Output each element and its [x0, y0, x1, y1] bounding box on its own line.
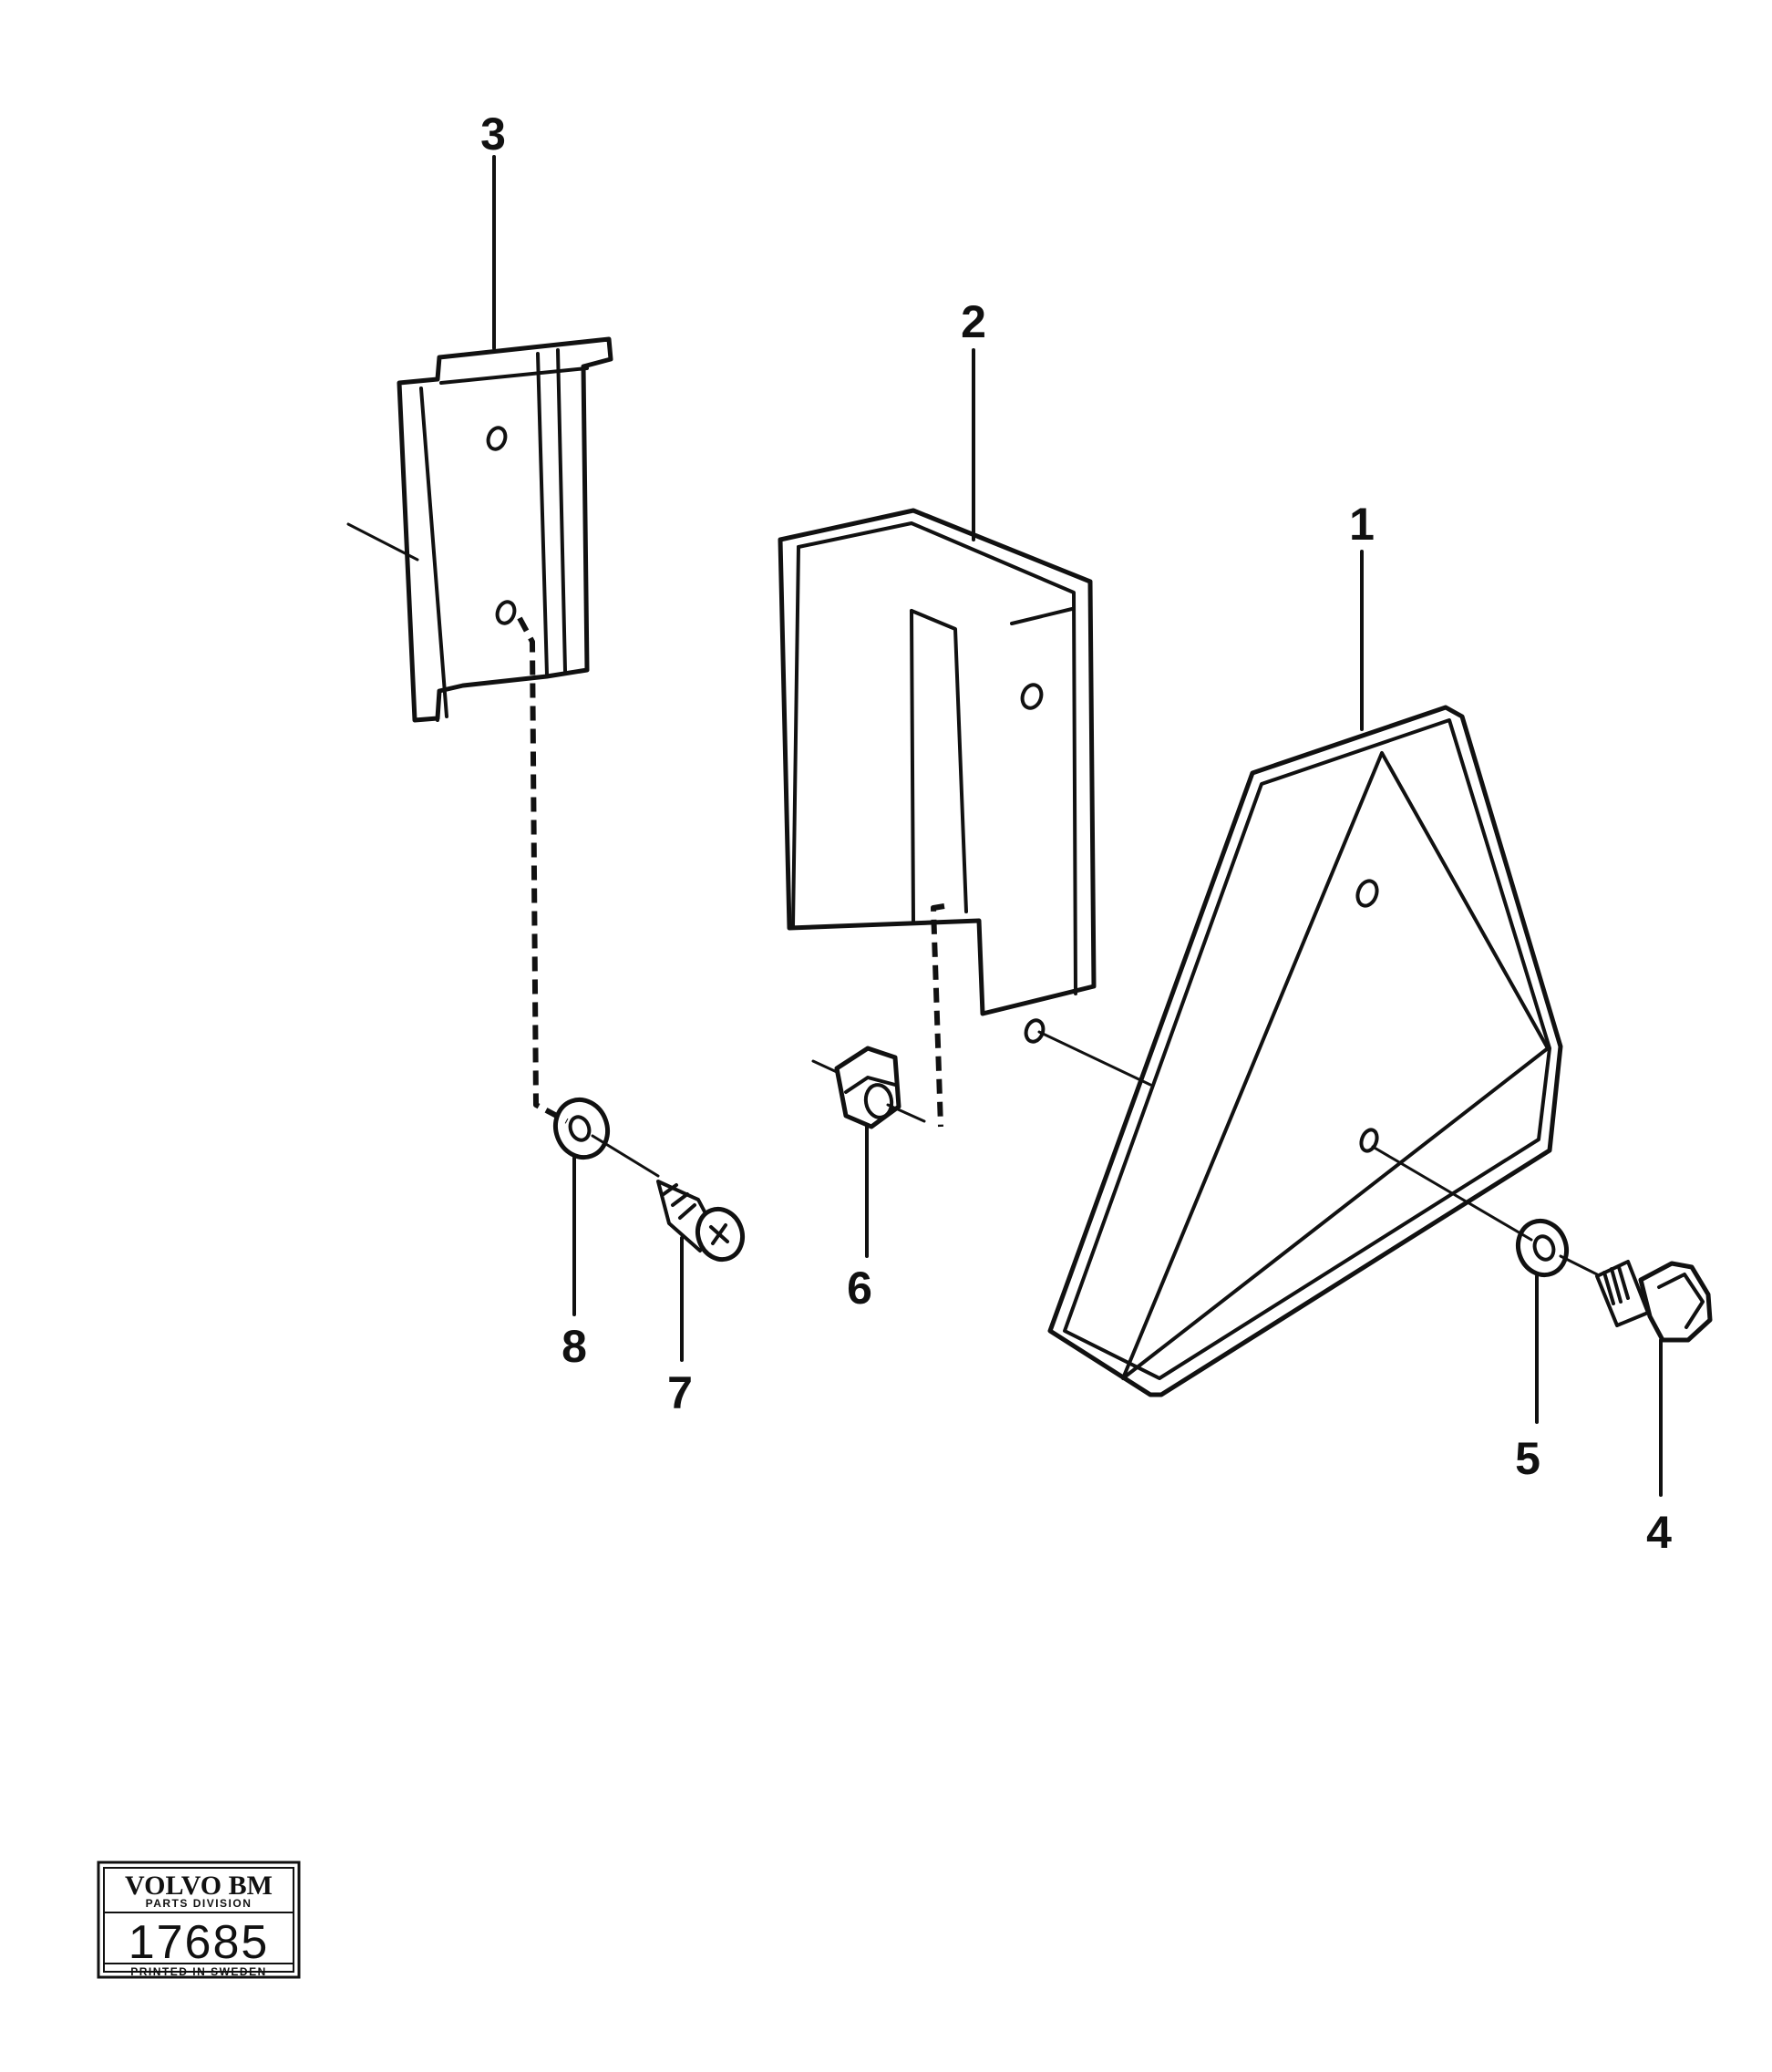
- parts-stamp: VOLVO BM PARTS DIVISION 17685 PRINTED IN…: [97, 1861, 301, 1979]
- callout-3: 3: [480, 108, 506, 160]
- part-7-screw: [656, 1180, 746, 1263]
- part-6-hex-nut: [811, 1046, 901, 1129]
- leader-lines: [492, 155, 1663, 1497]
- stamp-number: 17685: [129, 1916, 270, 1969]
- part-2-u-bracket: [778, 508, 1097, 1044]
- callout-8: 8: [561, 1321, 587, 1372]
- part-5-washer: [1516, 1218, 1569, 1278]
- dashed-assembly-lines: [517, 616, 945, 1128]
- callout-7: 7: [667, 1367, 693, 1418]
- part-3-bracket-rail: [346, 336, 613, 723]
- stamp-division: PARTS DIVISION: [146, 1897, 252, 1910]
- part-1-reflector-plate: [1047, 705, 1563, 1397]
- stamp-footer: PRINTED IN SWEDEN: [130, 1965, 267, 1978]
- callout-2: 2: [961, 296, 986, 347]
- part-4-bolt: [1595, 1260, 1713, 1343]
- callout-6: 6: [847, 1263, 872, 1314]
- part-8-washer: [553, 1097, 610, 1160]
- callout-5: 5: [1515, 1433, 1540, 1484]
- assembly-lines: [591, 1030, 1599, 1276]
- callout-4: 4: [1646, 1507, 1672, 1558]
- stamp-brand: VOLVO BM: [125, 1871, 273, 1901]
- callout-labels: 3 2 1 6 8 7 5 4: [480, 108, 1672, 1558]
- callout-1: 1: [1349, 499, 1375, 550]
